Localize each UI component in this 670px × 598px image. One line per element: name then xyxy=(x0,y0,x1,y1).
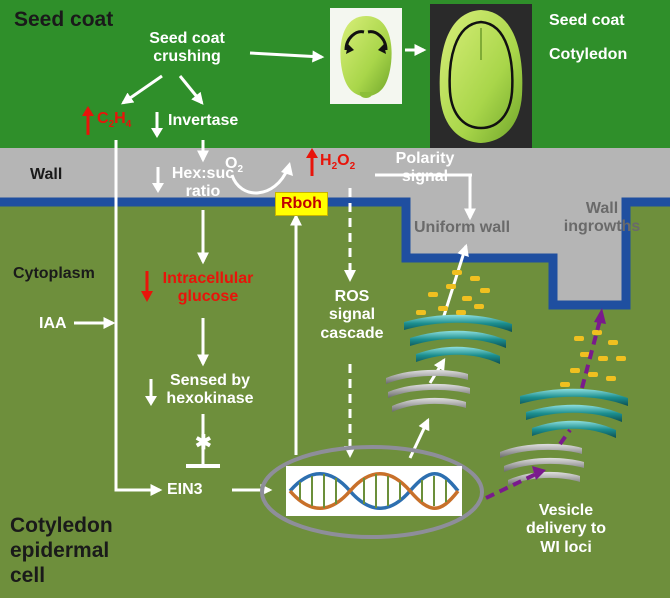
node-vesicle-delivery: Vesicle delivery to WI loci xyxy=(525,502,607,556)
node-sensed-by-hexokinase: Sensed by hexokinase xyxy=(166,372,254,408)
node-h2o2: H2O2 xyxy=(320,152,356,173)
golgi-stack-right xyxy=(520,388,628,438)
arrow-crushing-to-c2h4 xyxy=(121,74,163,105)
node-invertase: Invertase xyxy=(168,112,239,129)
node-ros-signal-cascade: ROS signal cascade xyxy=(320,288,384,342)
seed-photo-small xyxy=(330,8,402,104)
er-stack-right xyxy=(500,443,584,486)
dna-helix xyxy=(288,472,460,510)
label-seed-coat-region: Seed coat xyxy=(14,8,114,31)
inhibition-mark-icon: ✱ xyxy=(195,432,212,454)
label-cytoplasm-region: Cytoplasm xyxy=(13,265,95,282)
node-iaa: IAA xyxy=(39,315,67,332)
node-ein3: EIN3 xyxy=(167,481,203,498)
node-c2h4: C2H4 xyxy=(97,110,132,131)
node-uniform-wall: Uniform wall xyxy=(414,219,511,236)
arrow-c2h4-to-ein3 xyxy=(114,140,163,496)
plasma-membrane xyxy=(0,197,670,310)
seed-photo-large xyxy=(430,4,532,148)
nucleus-ellipse xyxy=(260,445,484,539)
vesicles-right xyxy=(560,330,626,387)
node-intracellular-glucose: Intracellular glucose xyxy=(162,270,254,306)
golgi-stack-left xyxy=(404,314,512,364)
node-o2: O2 xyxy=(225,155,244,176)
node-wall-ingrowths: Wall ingrowths xyxy=(563,200,641,236)
label-cell-region: Cotyledon epidermal cell xyxy=(10,514,113,588)
node-hex-suc-ratio: Hex:suc ratio xyxy=(171,165,235,201)
er-stack-left xyxy=(386,369,470,412)
node-rboh: Rboh xyxy=(275,192,328,217)
node-polarity-signal: Polarity signal xyxy=(395,150,455,186)
vesicle-path-dna-to-er xyxy=(485,472,537,500)
arrow-crushing-to-photo xyxy=(249,50,325,63)
vesicle-path-er-to-golgi xyxy=(558,428,572,446)
wall-ingrowth-channels xyxy=(0,148,670,303)
arrow-o2-to-h2o2 xyxy=(230,167,290,195)
node-seed-coat-crushing: Seed coat crushing xyxy=(149,30,225,66)
arrow-crushing-to-invertase xyxy=(178,75,204,105)
label-photo-cotyledon: Cotyledon xyxy=(549,46,628,63)
vesicle-path-golgi-to-wall xyxy=(580,319,602,389)
label-wall-region: Wall xyxy=(30,166,63,183)
label-photo-seed-coat: Seed coat xyxy=(549,12,625,29)
vesicles-left xyxy=(416,270,490,315)
